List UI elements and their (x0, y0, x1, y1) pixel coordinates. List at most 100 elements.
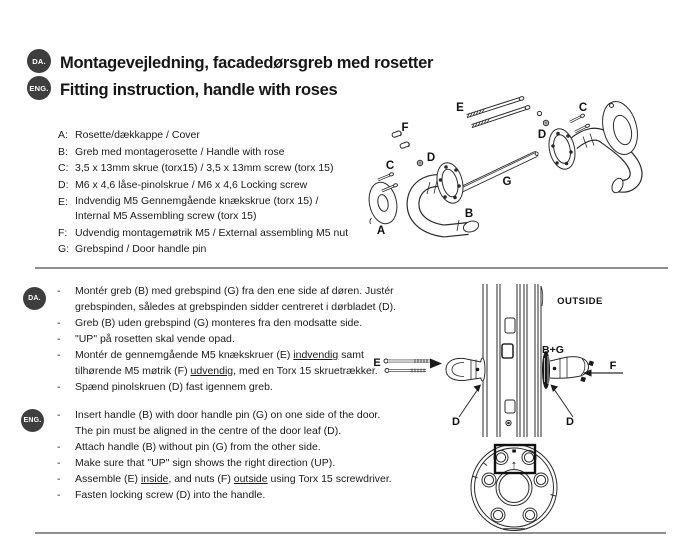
door-label-d-left: D (452, 416, 460, 428)
inside-handle-drawing (445, 357, 486, 382)
part-key: G: (58, 243, 70, 256)
instruction-item: - Fasten locking screw (D) into the handl… (54, 487, 392, 503)
section-divider (35, 267, 668, 269)
d-pointer-left-drawing (458, 384, 481, 418)
bullet-text: Spænd pinolskruen (D) fast igennem greb. (75, 381, 273, 393)
instruction-item: - Attach handle (B) without pin (G) from … (54, 439, 392, 455)
instruction-item: - Greb (B) uden grebspind (G) monteres fr… (54, 315, 396, 331)
exploded-label-f: F (401, 122, 408, 134)
door-label-d-right: D (566, 416, 574, 428)
door-profile-drawing (482, 284, 544, 437)
part-item: D: M6 x 4,6 låse-pinolskrue / M6 x 4,6 Lo… (58, 177, 348, 194)
bullet-marker: - (57, 285, 61, 297)
e-screws-drawing (383, 358, 442, 373)
part-item: E:Indvendig M5 Gennemgående knækskrue (t… (58, 193, 348, 225)
bullet-text: Make sure that "UP" sign shows the right… (75, 457, 336, 469)
instruction-item: - Make sure that "UP" sign shows the righ… (54, 455, 392, 471)
bottom-divider (35, 532, 666, 534)
bullet-marker: - (57, 441, 61, 453)
door-label-f: F (610, 360, 617, 372)
exploded-label-b: B (465, 208, 473, 220)
outside-handle-drawing (542, 351, 594, 389)
exploded-label-c-right: C (579, 102, 587, 114)
exploded-label-d-right: D (538, 129, 546, 141)
handle-pin-g-drawing (454, 150, 539, 195)
door-section-diagram: OUTSIDE B+G F E D D (373, 284, 623, 437)
bullet-text: Insert handle (B) with door handle pin (… (75, 409, 381, 437)
part-key: F: (58, 226, 68, 239)
exploded-label-d-left: D (427, 152, 435, 164)
exploded-label-c-left: C (386, 160, 394, 172)
instruction-item: - Spænd pinolskruen (D) fast igennem greb… (54, 379, 396, 395)
da-instructions: - Montér greb (B) med grebspind (G) fra d… (54, 283, 396, 395)
exploded-label-g: G (503, 176, 512, 188)
d-pointer-right-drawing (550, 384, 574, 418)
bullet-text: Fasten locking screw (D) into the handle… (75, 489, 266, 501)
part-item: B: Greb med montagerosette / Handle with … (58, 144, 348, 161)
instruction-item: - "UP" på rosetten skal vende opad. (54, 331, 396, 347)
part-text: 3,5 x 13mm skrue (torx15) / 3,5 x 13mm s… (75, 162, 334, 174)
handle-rose-left-drawing (436, 162, 464, 204)
up-index-mark (512, 449, 516, 453)
up-arrow-icon: ↑ (511, 457, 518, 472)
bullet-text: Greb (B) uden grebspind (G) monteres fra… (75, 317, 363, 329)
bullet-marker: - (57, 349, 61, 361)
nuts-f-drawing (391, 130, 410, 149)
assembling-screws-e-drawing (466, 96, 531, 129)
bullet-text: Montér de gennemgående M5 knækskruer (E)… (75, 349, 378, 377)
cover-ring-drawing (602, 101, 638, 155)
bullet-marker: - (57, 381, 61, 393)
part-key: D: (58, 178, 69, 191)
section-badge-eng: ENG. (21, 409, 44, 432)
exploded-label-e: E (456, 102, 464, 114)
language-badge-da: DA. (27, 49, 51, 73)
locking-screw-d-right-drawing (536, 110, 550, 127)
bullet-text: Attach handle (B) without pin (G) from t… (75, 441, 321, 453)
part-text: M6 x 4,6 låse-pinolskrue / M6 x 4,6 Lock… (75, 178, 308, 191)
bullet-marker: - (57, 409, 61, 421)
part-text: Greb med montagerosette / Handle with ro… (75, 145, 285, 158)
handle-b-drawing (406, 173, 480, 238)
part-item: F: Udvendig montagemøtrik M5 / External a… (58, 225, 348, 242)
instruction-item: - Insert handle (B) with door handle pin … (54, 407, 392, 439)
part-key: B: (58, 145, 68, 158)
door-label-b-plus-g: B+G (542, 344, 564, 356)
bullet-text: Montér greb (B) med grebspind (G) fra de… (75, 285, 397, 313)
locking-screw-d-left-drawing (416, 159, 424, 167)
exploded-label-a: A (377, 225, 385, 237)
up-highlight-box (493, 443, 537, 475)
bullet-marker: - (57, 317, 61, 329)
cover-rosette-a-drawing (368, 181, 398, 225)
page-title-danish: Montagevejledning, facadedørsgreb med ro… (60, 54, 434, 72)
part-key: E: (58, 196, 68, 208)
bullet-text: Assemble (E) inside, and nuts (F) outsid… (75, 473, 392, 485)
part-text: Udvendig montagemøtrik M5 / External ass… (75, 226, 349, 239)
instruction-item: - Assemble (E) inside, and nuts (F) outsi… (54, 471, 392, 487)
part-item: C: 3,5 x 13mm skrue (torx15) / 3,5 x 13mm… (58, 160, 348, 177)
page-title-english: Fitting instruction, handle with roses (60, 81, 338, 99)
instruction-item: - Montér de gennemgående M5 knækskruer (E… (54, 347, 396, 379)
handle-rose-right-drawing (548, 128, 576, 170)
screws-c-right-drawing (569, 113, 590, 134)
screws-c-left-drawing (377, 172, 398, 193)
door-label-e: E (373, 357, 380, 369)
eng-instructions: - Insert handle (B) with door handle pin … (54, 407, 392, 503)
part-item: A: Rosette/dækkappe / Cover (58, 127, 348, 144)
instruction-item: - Montér greb (B) med grebspind (G) fra d… (54, 283, 396, 315)
part-item: G: Grebspind / Door handle pin (58, 241, 348, 258)
bullet-marker: - (57, 457, 61, 469)
exploded-view-diagram: E C F D D C G B A (368, 96, 643, 238)
section-badge-da: DA. (23, 287, 46, 310)
bullet-marker: - (57, 489, 61, 501)
bullet-marker: - (57, 333, 61, 345)
part-key: A: (58, 129, 68, 141)
part-text: Grebspind / Door handle pin (75, 243, 207, 256)
part-text: Rosette/dækkappe / Cover (75, 129, 200, 141)
rose-up-diagram: ↑ (470, 443, 558, 531)
part-key: C: (58, 162, 69, 174)
bullet-text: "UP" på rosetten skal vende opad. (75, 333, 235, 345)
bullet-marker: - (57, 473, 61, 485)
door-label-outside: OUTSIDE (557, 296, 603, 307)
